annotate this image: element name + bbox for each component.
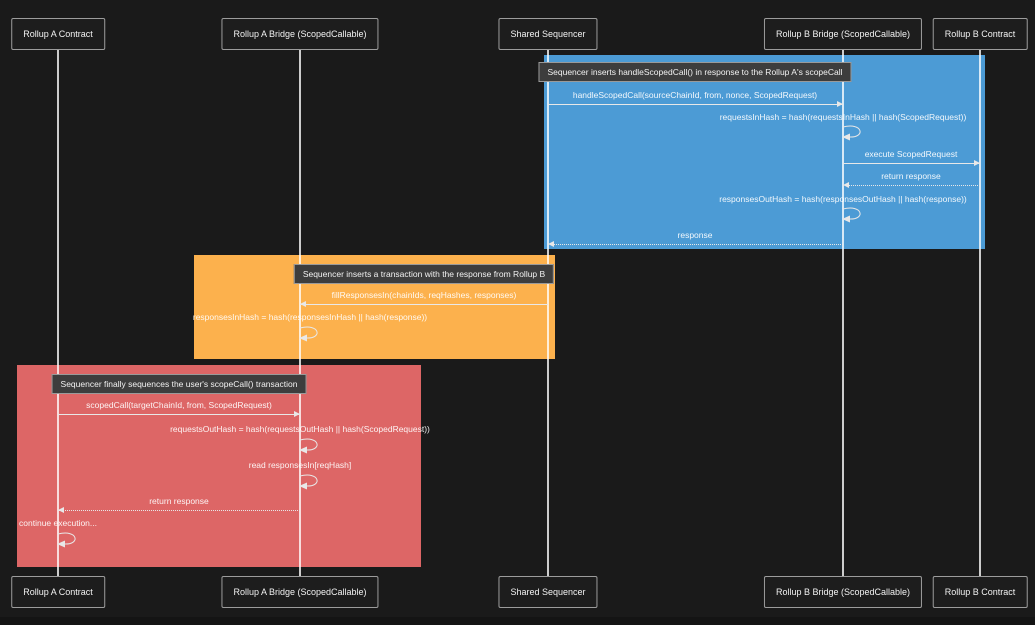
- actor-rollup-b-contract-bottom: Rollup B Contract: [932, 576, 1028, 608]
- arrowhead-left-icon: [548, 241, 554, 247]
- message-responses-out-hash: responsesOutHash = hash(responsesOutHash…: [719, 194, 967, 204]
- message-requests-in-hash: requestsInHash = hash(requestsInHash || …: [719, 112, 967, 122]
- self-loop-icon: [842, 125, 861, 141]
- note-rollup-b-execution: Sequencer inserts handleScopedCall() in …: [538, 62, 852, 82]
- bottom-strip: [0, 617, 1035, 625]
- actor-rollup-a-bridge-top: Rollup A Bridge (ScopedCallable): [221, 18, 379, 50]
- arrow-handle-scoped-call: [548, 104, 843, 105]
- phase-region-scoped-call: [17, 365, 421, 567]
- actor-rollup-a-contract-top: Rollup A Contract: [11, 18, 105, 50]
- arrow-scoped-call: [58, 414, 300, 415]
- message-fill-responses-in: fillResponsesIn(chainIds, reqHashes, res…: [331, 290, 517, 300]
- actor-rollup-a-bridge-bottom: Rollup A Bridge (ScopedCallable): [221, 576, 379, 608]
- lifeline-shared-sequencer: [547, 50, 549, 576]
- note-fill-responses: Sequencer inserts a transaction with the…: [293, 264, 555, 284]
- message-handle-scoped-call: handleScopedCall(sourceChainId, from, no…: [572, 90, 818, 100]
- arrowhead-right-icon: [974, 160, 980, 166]
- arrow-return-response-a: [58, 510, 300, 511]
- message-read-responses-in: read responsesIn[reqHash]: [248, 460, 352, 470]
- arrow-fill-responses-in: [300, 304, 548, 305]
- lifeline-rollup-a-contract: [57, 50, 59, 576]
- arrowhead-left-icon: [58, 507, 64, 513]
- lifeline-rollup-b-contract: [979, 50, 981, 576]
- actor-rollup-b-contract-top: Rollup B Contract: [932, 18, 1028, 50]
- message-requests-out-hash: requestsOutHash = hash(requestsOutHash |…: [170, 424, 430, 434]
- actor-rollup-b-bridge-bottom: Rollup B Bridge (ScopedCallable): [763, 576, 923, 608]
- arrow-return-response-b: [843, 185, 980, 186]
- arrowhead-left-icon: [300, 301, 306, 307]
- lifeline-rollup-a-bridge: [299, 50, 301, 576]
- message-execute-scoped-request: execute ScopedRequest: [864, 149, 958, 159]
- self-loop-icon: [299, 474, 318, 490]
- arrow-execute-scoped-request: [843, 163, 980, 164]
- self-loop-icon: [57, 532, 76, 548]
- phase-region-rollup-b-execution: [544, 55, 985, 249]
- lifeline-rollup-b-bridge: [842, 50, 844, 576]
- message-continue-execution: continue execution...: [19, 518, 97, 528]
- message-response: response: [677, 230, 713, 240]
- message-responses-in-hash: responsesInHash = hash(responsesInHash |…: [192, 312, 428, 322]
- actor-shared-sequencer-bottom: Shared Sequencer: [498, 576, 598, 608]
- message-scoped-call: scopedCall(targetChainId, from, ScopedRe…: [86, 400, 272, 410]
- self-loop-icon: [299, 326, 318, 342]
- actor-rollup-a-contract-bottom: Rollup A Contract: [11, 576, 105, 608]
- message-return-response-b: return response: [881, 171, 941, 181]
- arrowhead-right-icon: [837, 101, 843, 107]
- arrowhead-right-icon: [294, 411, 300, 417]
- arrow-response: [548, 244, 843, 245]
- actor-shared-sequencer-top: Shared Sequencer: [498, 18, 598, 50]
- self-loop-icon: [299, 438, 318, 454]
- message-return-response-a: return response: [149, 496, 209, 506]
- actor-rollup-b-bridge-top: Rollup B Bridge (ScopedCallable): [763, 18, 923, 50]
- self-loop-icon: [842, 207, 861, 223]
- note-scoped-call-sequencing: Sequencer finally sequences the user's s…: [51, 374, 307, 394]
- arrowhead-left-icon: [843, 182, 849, 188]
